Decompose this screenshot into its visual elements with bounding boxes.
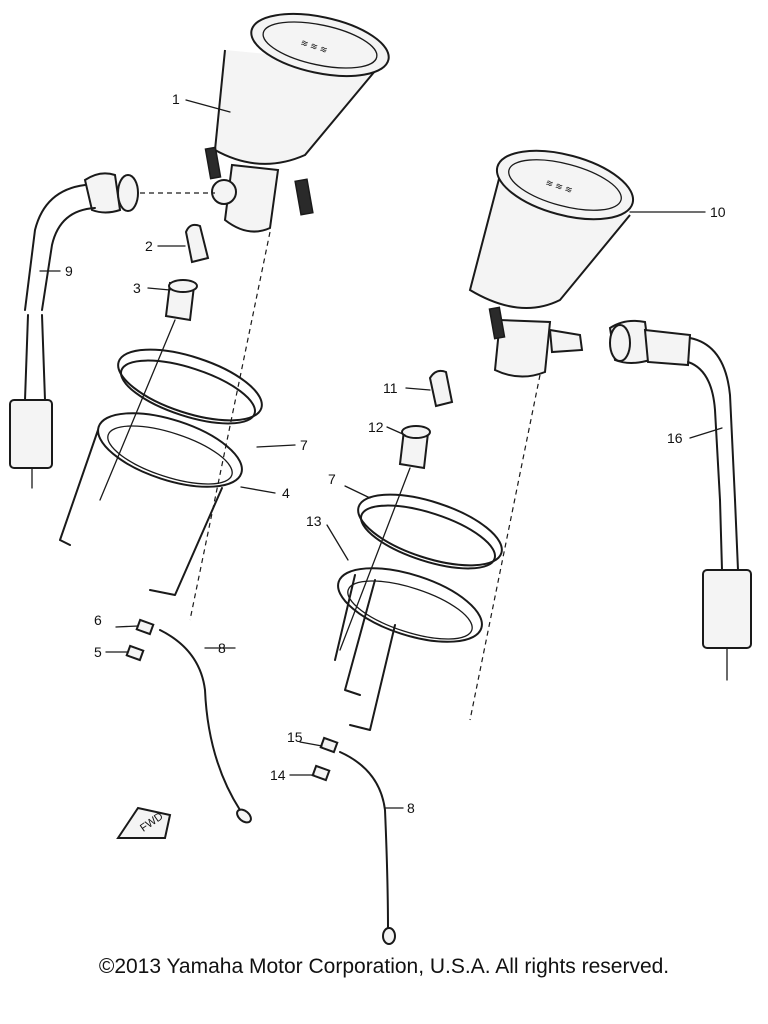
gasket-left: [117, 348, 263, 425]
exploded-parts-diagram: ≋ ≋ ≋: [9, 12, 752, 945]
fasteners-left: [125, 618, 155, 662]
cable-left: [9, 172, 139, 489]
socket-left: [164, 279, 198, 322]
meter-left: ≋ ≋ ≋: [204, 12, 390, 233]
callout-10: 10: [710, 204, 726, 220]
bracket-right: [334, 567, 483, 731]
lamp-wire-right: [339, 751, 389, 931]
copyright-notice: ©2013 Yamaha Motor Corporation, U.S.A. A…: [98, 955, 670, 978]
leader-lines: [39, 99, 723, 809]
callout-1: 1: [172, 91, 180, 107]
fasteners-right: [311, 736, 339, 782]
callout-11: 11: [383, 380, 398, 396]
callout-12: 12: [368, 419, 384, 435]
callout-8-right: 8: [407, 800, 415, 816]
callout-3: 3: [133, 280, 141, 296]
bulb-left: [184, 223, 210, 264]
callout-15: 15: [287, 729, 303, 745]
callout-16: 16: [667, 430, 683, 446]
socket-right: [398, 425, 431, 470]
callout-13: 13: [306, 513, 322, 529]
callout-numbers: 1 2 3 4 5 6 7 7 8 8 9 10 11 12 13 14 15 …: [65, 91, 726, 816]
callout-5: 5: [94, 644, 102, 660]
callout-2: 2: [145, 238, 153, 254]
bulb-right: [428, 369, 454, 408]
meter-right: ≋ ≋ ≋: [468, 149, 635, 378]
callout-6: 6: [94, 612, 102, 628]
callout-7-right: 7: [328, 471, 336, 487]
callout-4: 4: [282, 485, 290, 501]
gasket-right: [357, 493, 503, 570]
callout-9: 9: [65, 263, 73, 279]
fwd-arrow-icon: FWD: [116, 806, 172, 839]
callout-7-left: 7: [300, 437, 308, 453]
callout-8-left: 8: [218, 640, 226, 656]
cable-right: [608, 319, 752, 681]
callout-14: 14: [270, 767, 286, 783]
bracket-left: [59, 412, 243, 596]
lamp-wire-left: [159, 629, 241, 811]
